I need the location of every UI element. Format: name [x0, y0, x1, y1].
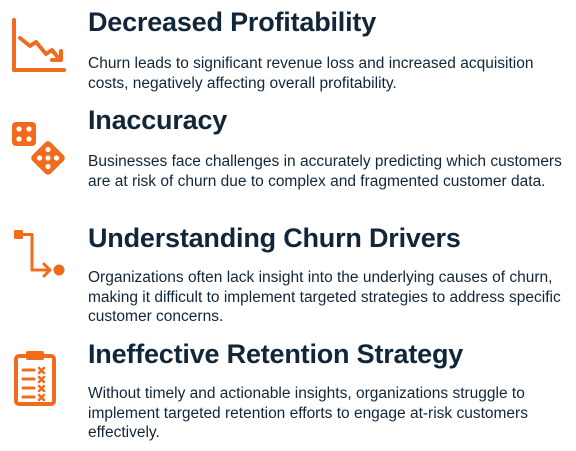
item-title: Understanding Churn Drivers — [88, 223, 461, 253]
dice-icon — [8, 118, 68, 178]
item-title: Decreased Profitability — [88, 7, 377, 37]
item-title: Ineffective Retention Strategy — [88, 339, 464, 369]
item-description: Churn leads to significant revenue loss … — [88, 55, 534, 92]
item-title: Inaccuracy — [88, 105, 228, 135]
item-description: Without timely and actionable insights, … — [88, 385, 528, 441]
declining-chart-icon — [8, 16, 68, 76]
clipboard-checklist-icon — [8, 348, 68, 408]
item-description: Organizations often lack insight into th… — [88, 269, 561, 325]
item-description: Businesses face challenges in accurately… — [88, 153, 562, 190]
flow-connector-icon — [8, 226, 68, 286]
